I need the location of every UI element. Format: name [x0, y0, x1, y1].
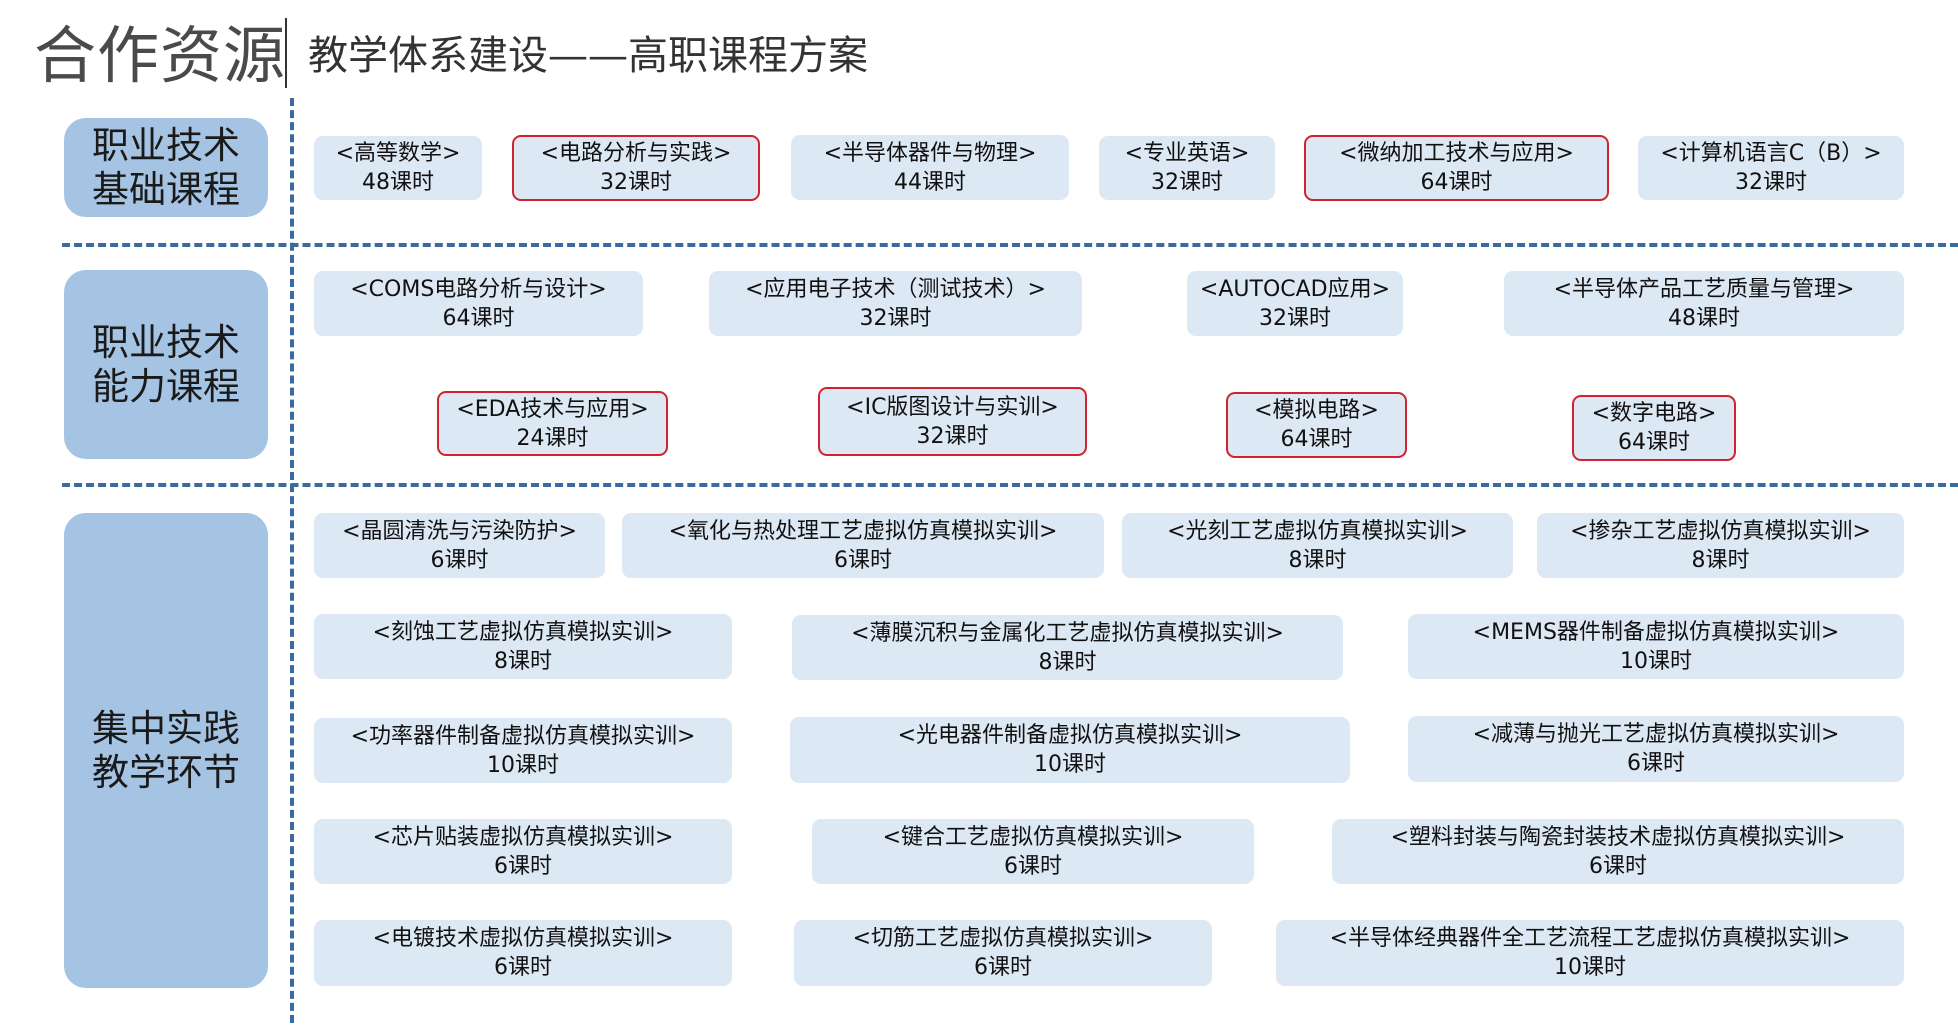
course-hours: 48课时 [362, 170, 434, 195]
course-box: <MEMS器件制备虚拟仿真模拟实训> 10课时 [1408, 614, 1904, 679]
course-hours: 6课时 [494, 853, 552, 879]
title-divider [285, 18, 287, 88]
course-box: <数字电路> 64课时 [1572, 395, 1736, 461]
course-hours: 64课时 [1420, 170, 1493, 195]
course-hours: 6课时 [834, 547, 892, 573]
course-box: <高等数学> 48课时 [314, 136, 482, 200]
category-ability-courses: 职业技术 能力课程 [64, 270, 268, 459]
course-box: <模拟电路> 64课时 [1226, 392, 1407, 458]
course-name: <数字电路> [1591, 401, 1717, 426]
course-hours: 32课时 [600, 170, 672, 195]
course-name: <计算机语言C（B）> [1660, 141, 1882, 166]
course-name: <模拟电路> [1254, 398, 1379, 423]
course-name: <掺杂工艺虚拟仿真模拟实训> [1570, 518, 1871, 544]
course-box: <掺杂工艺虚拟仿真模拟实训> 8课时 [1537, 513, 1904, 578]
course-hours: 32课时 [1151, 170, 1223, 195]
course-box: <COMS电路分析与设计> 64课时 [314, 271, 643, 336]
category-practice: 集中实践 教学环节 [64, 513, 268, 988]
course-box: <微纳加工技术与应用> 64课时 [1304, 135, 1609, 201]
course-name: <电路分析与实践> [540, 141, 732, 166]
course-box: <功率器件制备虚拟仿真模拟实训> 10课时 [314, 718, 732, 783]
page-subtitle: 教学体系建设——高职课程方案 [308, 33, 868, 79]
course-name: <MEMS器件制备虚拟仿真模拟实训> [1472, 619, 1840, 645]
category-basic-courses: 职业技术 基础课程 [64, 118, 268, 217]
course-box: <电路分析与实践> 32课时 [512, 135, 760, 201]
course-name: <光电器件制备虚拟仿真模拟实训> [897, 723, 1243, 748]
course-hours: 10课时 [1620, 648, 1692, 674]
course-name: <氧化与热处理工艺虚拟仿真模拟实训> [668, 518, 1058, 544]
course-hours: 8课时 [494, 648, 552, 674]
course-box: <半导体产品工艺质量与管理> 48课时 [1504, 271, 1904, 336]
course-name: <微纳加工技术与应用> [1339, 141, 1574, 166]
course-name: <电镀技术虚拟仿真模拟实训> [372, 926, 674, 951]
course-box: <计算机语言C（B）> 32课时 [1638, 136, 1904, 200]
course-box: <IC版图设计与实训> 32课时 [818, 387, 1087, 456]
course-hours: 8课时 [1038, 649, 1097, 675]
course-name: <功率器件制备虚拟仿真模拟实训> [350, 723, 696, 749]
course-name: <AUTOCAD应用> [1199, 276, 1391, 302]
course-name: <键合工艺虚拟仿真模拟实训> [882, 824, 1184, 850]
course-hours: 6课时 [1589, 853, 1647, 879]
course-box: <刻蚀工艺虚拟仿真模拟实训> 8课时 [314, 614, 732, 679]
course-box: <切筋工艺虚拟仿真模拟实训> 6课时 [794, 920, 1212, 986]
course-box: <半导体经典器件全工艺流程工艺虚拟仿真模拟实训> 10课时 [1276, 920, 1904, 986]
course-hours: 24课时 [516, 425, 589, 451]
course-hours: 6课时 [1004, 853, 1062, 879]
course-name: <IC版图设计与实训> [846, 394, 1059, 420]
course-box: <EDA技术与应用> 24课时 [437, 391, 668, 456]
course-hours: 8课时 [1288, 547, 1347, 573]
course-hours: 64课时 [1280, 427, 1353, 452]
course-hours: 6课时 [1627, 751, 1685, 776]
course-name: <高等数学> [335, 141, 461, 166]
course-box: <薄膜沉积与金属化工艺虚拟仿真模拟实训> 8课时 [792, 615, 1343, 680]
page-title: 合作资源 [34, 19, 287, 92]
course-hours: 32课时 [1735, 170, 1807, 195]
course-name: <半导体经典器件全工艺流程工艺虚拟仿真模拟实训> [1329, 926, 1851, 951]
course-name: <半导体产品工艺质量与管理> [1553, 276, 1855, 302]
course-box: <半导体器件与物理> 44课时 [791, 135, 1069, 200]
vertical-divider [290, 98, 294, 1023]
course-name: <COMS电路分析与设计> [350, 276, 607, 302]
course-box: <AUTOCAD应用> 32课时 [1187, 271, 1403, 336]
course-hours: 44课时 [894, 169, 966, 195]
course-box: <键合工艺虚拟仿真模拟实训> 6课时 [812, 819, 1254, 884]
course-name: <应用电子技术（测试技术）> [745, 276, 1046, 302]
section-divider-2 [62, 483, 1958, 487]
course-name: <薄膜沉积与金属化工艺虚拟仿真模拟实训> [851, 620, 1284, 646]
course-box: <光刻工艺虚拟仿真模拟实训> 8课时 [1122, 513, 1513, 578]
course-box: <减薄与抛光工艺虚拟仿真模拟实训> 6课时 [1408, 716, 1904, 782]
course-name: <刻蚀工艺虚拟仿真模拟实训> [372, 619, 674, 645]
course-box: <光电器件制备虚拟仿真模拟实训> 10课时 [790, 717, 1350, 783]
course-name: <切筋工艺虚拟仿真模拟实训> [852, 926, 1154, 951]
course-hours: 32课时 [1259, 305, 1331, 331]
course-hours: 64课时 [442, 305, 515, 331]
course-name: <晶圆清洗与污染防护> [342, 518, 577, 544]
course-hours: 10课时 [1554, 955, 1626, 980]
course-box: <应用电子技术（测试技术）> 32课时 [709, 271, 1082, 336]
course-hours: 6课时 [974, 955, 1032, 980]
course-box: <塑料封装与陶瓷封装技术虚拟仿真模拟实训> 6课时 [1332, 819, 1904, 884]
course-box: <晶圆清洗与污染防护> 6课时 [314, 513, 605, 578]
course-hours: 32课时 [916, 423, 989, 449]
course-box: <专业英语> 32课时 [1099, 136, 1275, 200]
course-hours: 10课时 [487, 752, 559, 778]
course-box: <氧化与热处理工艺虚拟仿真模拟实训> 6课时 [622, 513, 1104, 578]
course-name: <塑料封装与陶瓷封装技术虚拟仿真模拟实训> [1390, 824, 1846, 850]
course-hours: 6课时 [494, 955, 552, 980]
course-name: <光刻工艺虚拟仿真模拟实训> [1167, 518, 1468, 544]
course-name: <芯片贴装虚拟仿真模拟实训> [372, 824, 674, 850]
course-hours: 48课时 [1668, 305, 1740, 331]
section-divider-1 [62, 243, 1958, 247]
course-name: <减薄与抛光工艺虚拟仿真模拟实训> [1472, 722, 1840, 747]
course-hours: 64课时 [1618, 430, 1690, 455]
course-name: <EDA技术与应用> [456, 396, 649, 422]
course-box: <芯片贴装虚拟仿真模拟实训> 6课时 [314, 819, 732, 884]
course-name: <半导体器件与物理> [823, 140, 1037, 166]
course-hours: 8课时 [1691, 547, 1750, 573]
course-hours: 32课时 [859, 305, 932, 331]
course-name: <专业英语> [1124, 141, 1250, 166]
course-box: <电镀技术虚拟仿真模拟实训> 6课时 [314, 920, 732, 986]
course-hours: 6课时 [430, 547, 489, 573]
course-hours: 10课时 [1034, 752, 1106, 777]
